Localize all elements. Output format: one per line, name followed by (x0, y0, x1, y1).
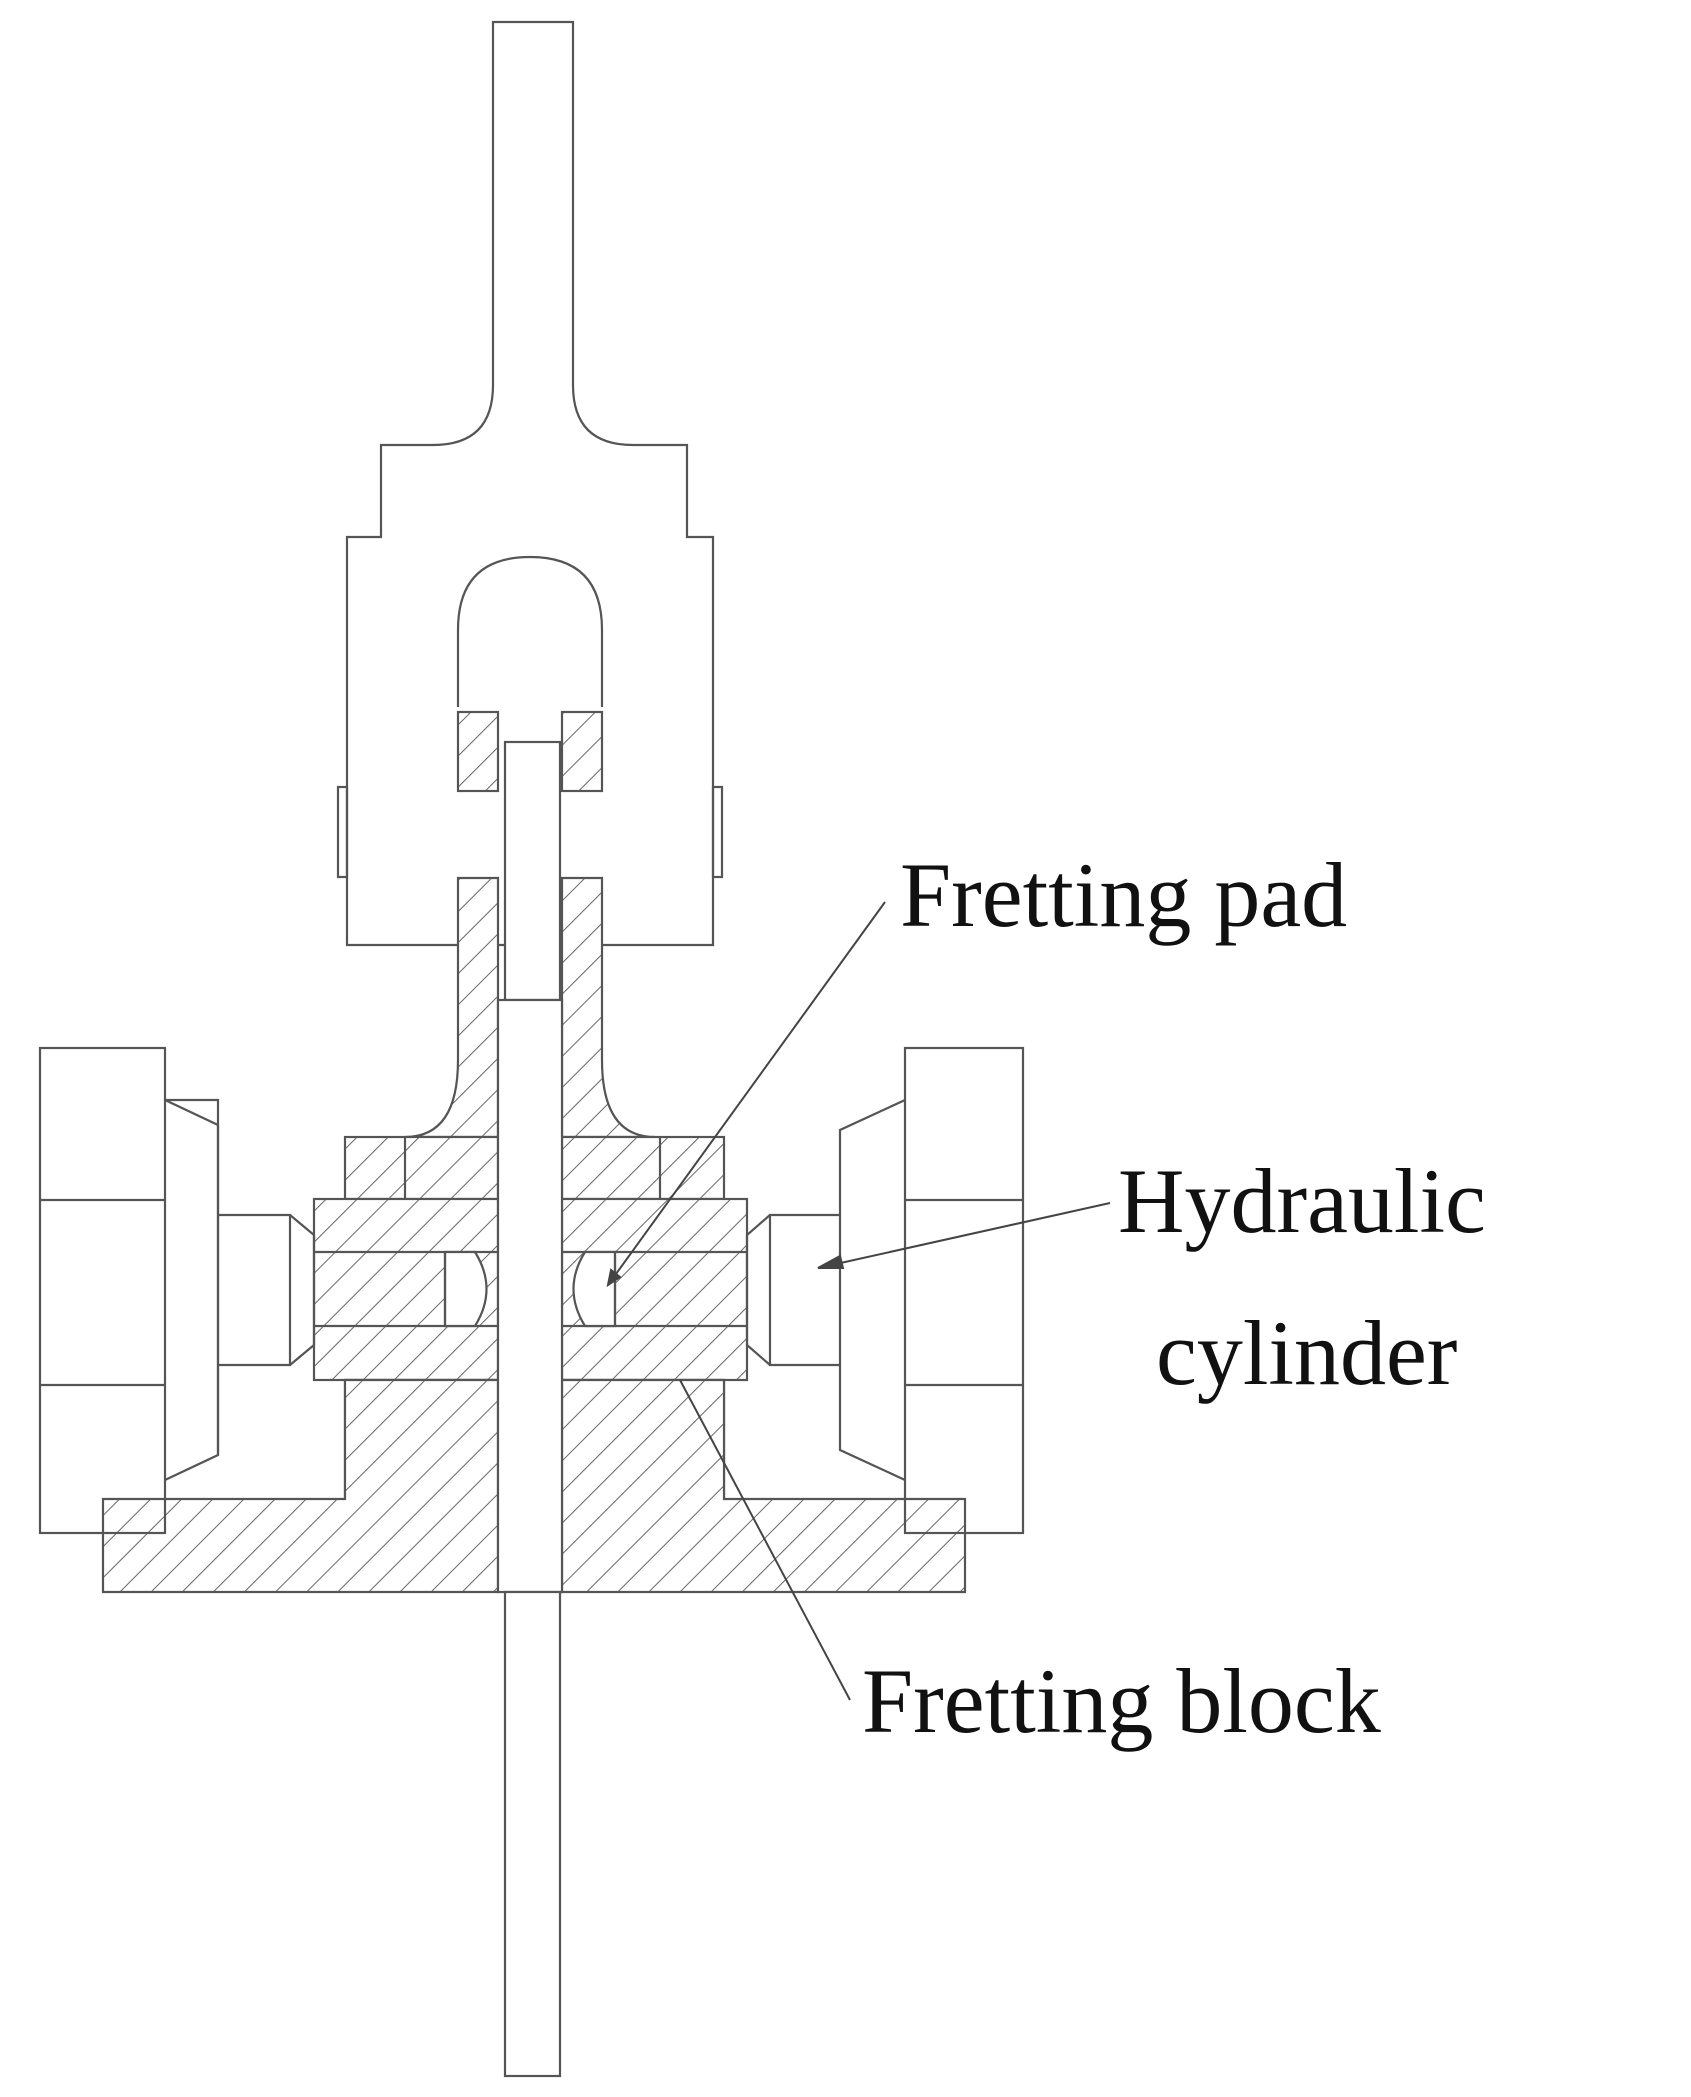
fretting-pad-right (572, 1250, 617, 1328)
specimen-lower (503, 1590, 562, 2078)
label-fretting-block: Fretting block (862, 1650, 1381, 1752)
specimen-middle (496, 998, 564, 1594)
fretting-pad-left (443, 1250, 488, 1328)
spacer-block-right (560, 710, 604, 793)
label-hydraulic-cylinder-line2: cylinder (1156, 1302, 1457, 1404)
hydraulic-cylinder-body-right (838, 1099, 906, 1481)
label-fretting-pad: Fretting pad (900, 844, 1347, 946)
leader-fretting-block (679, 1379, 851, 1701)
specimen-upper (503, 740, 562, 1002)
clevis-lug-right (711, 785, 724, 879)
t-arm-left (404, 876, 500, 1139)
leader-fretting-pad (607, 901, 886, 1286)
hydraulic-assembly-right (745, 1046, 1025, 1535)
end-block-left (38, 1046, 167, 1535)
arrowhead-hydraulic-cylinder (817, 1254, 845, 1269)
hydraulic-assembly-left (38, 1046, 316, 1535)
clamp-assembly (101, 710, 967, 1594)
end-block-right (903, 1046, 1025, 1535)
leader-lines (606, 901, 1111, 1701)
hydraulic-cylinder-body-left (164, 1098, 220, 1481)
label-hydraulic-cylinder-line1: Hydraulic (1118, 1150, 1486, 1252)
t-arm-right (560, 876, 656, 1139)
clevis-lug-left (336, 785, 349, 879)
upper-shank (345, 20, 715, 947)
leader-hydraulic-cylinder (817, 1202, 1111, 1269)
arrowhead-fretting-pad (606, 1268, 622, 1288)
spacer-block-left (456, 710, 500, 793)
hydraulic-cylinder-piston-right (768, 1213, 840, 1367)
upper-grip (336, 20, 724, 947)
top-plate-left (343, 1135, 500, 1201)
base-plate (101, 1378, 500, 1594)
clevis-slot (456, 555, 604, 707)
top-plate-right (560, 1135, 726, 1201)
base-plate-right (560, 1378, 967, 1594)
hydraulic-cylinder-piston-left (218, 1213, 292, 1367)
specimen (496, 740, 564, 2078)
